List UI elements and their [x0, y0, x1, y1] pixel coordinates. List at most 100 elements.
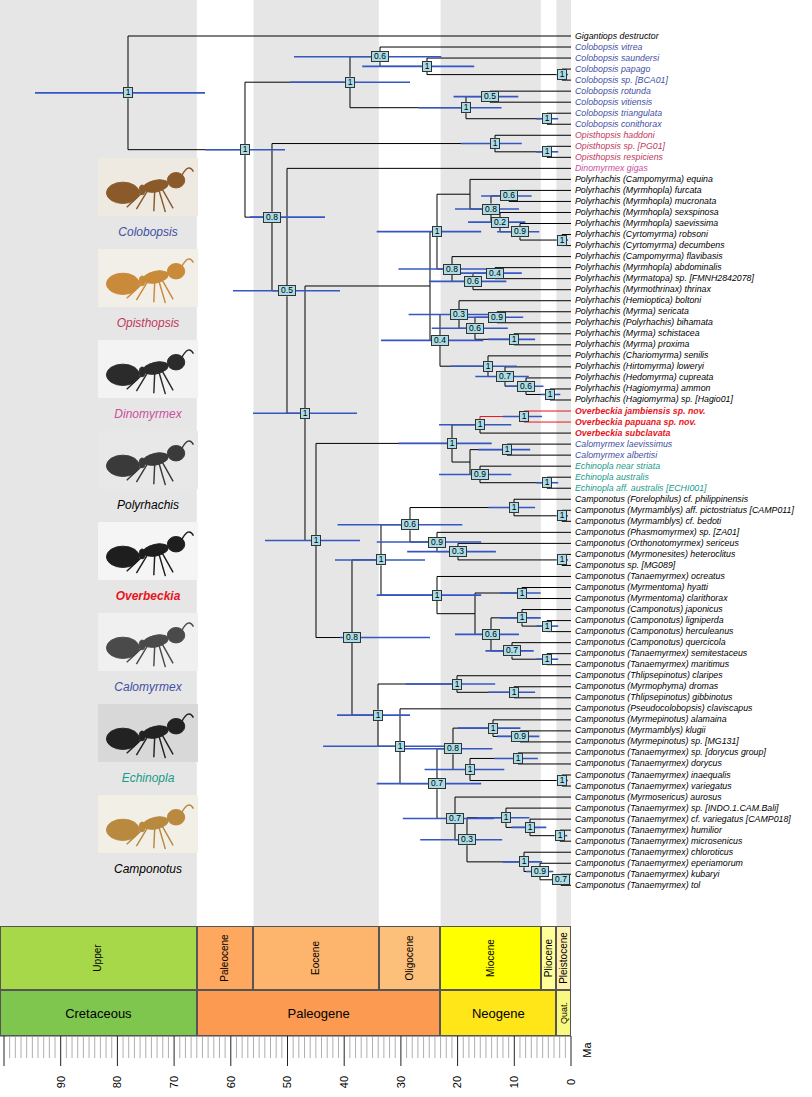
support-box: 1 — [542, 621, 553, 632]
tree-branch — [480, 466, 571, 474]
axis-tick-label: 90 — [55, 1076, 67, 1088]
epoch-stripe — [556, 0, 571, 926]
tree-branch — [466, 113, 542, 119]
taxon-label: Opisthopsis respiciens — [575, 152, 663, 163]
support-value: 1 — [545, 113, 550, 123]
support-box: 0.8 — [263, 212, 281, 223]
taxon-label: Camponotus (Camponotus) quercicola — [575, 637, 726, 648]
hpd-bar — [377, 231, 482, 233]
support-box: 1 — [542, 654, 553, 665]
support-box: 1 — [502, 444, 513, 455]
tree-branch — [530, 819, 571, 827]
support-box: 1 — [432, 226, 443, 237]
tree-branch — [470, 775, 557, 781]
support-value: 1 — [478, 419, 483, 429]
scale-tick — [196, 1036, 197, 1058]
support-value: 1 — [560, 235, 565, 245]
support-box: 1 — [542, 113, 553, 124]
period-box: Pleistocene — [556, 926, 571, 990]
tree-branch — [495, 268, 571, 274]
period-name: Miocene — [486, 939, 496, 977]
support-box: 1 — [488, 723, 499, 734]
scale-tick — [89, 1036, 90, 1058]
genus-label: Echinopla — [122, 771, 175, 785]
scale-tick — [349, 1036, 350, 1058]
support-box: 0.6 — [517, 381, 535, 392]
specimen-photo — [98, 795, 198, 853]
period-box: Upper — [0, 926, 197, 990]
taxon-label: Polyrhachis (Myrma) proxima — [575, 339, 689, 350]
tree-branch — [381, 565, 432, 595]
support-box: 0.8 — [343, 632, 361, 643]
scale-tick — [26, 1036, 27, 1058]
specimen-photo — [98, 340, 198, 398]
taxon-label: Colobopsis conithorax — [575, 119, 662, 130]
support-box: 1 — [311, 535, 322, 546]
tree-branch — [458, 543, 571, 551]
scale-tick — [43, 1036, 44, 1058]
specimen-photo — [98, 431, 198, 489]
taxon-label: Polyrhachis (Myrmhopla) furcata — [575, 185, 702, 196]
taxon-label: Polyrhachis (Myrma) schistacea — [575, 328, 700, 339]
scale-tick — [514, 1036, 515, 1066]
support-box: 1 — [447, 438, 458, 449]
scale-tick — [94, 1036, 95, 1058]
tree-branch — [522, 588, 571, 594]
scale-tick — [463, 1036, 464, 1058]
taxon-label: Camponotus (Thlipsepinotus) claripes — [575, 670, 723, 681]
taxon-label: Polyrhachis (Myrmhopla) abdominalis — [575, 262, 722, 273]
support-value: 1 — [520, 588, 525, 598]
period-name: Paleocene — [220, 934, 230, 981]
scale-tick — [395, 1036, 396, 1058]
tree-branch — [427, 72, 557, 75]
scale-tick — [321, 1036, 322, 1058]
tree-branch — [509, 190, 571, 196]
hpd-bar — [323, 745, 455, 747]
tree-branch — [524, 852, 571, 862]
tree-branch — [522, 593, 571, 599]
taxon-label: Camponotus (Myrmonesites) heteroclitus — [575, 549, 735, 560]
scale-tick — [128, 1036, 129, 1058]
genus-label: Dinomyrmex — [114, 407, 181, 421]
taxon-label: Camponotus (Tanaemyrmex) variegatus — [575, 781, 732, 792]
support-box: 1 — [557, 69, 568, 80]
support-value: 1 — [464, 102, 469, 112]
taxon-label: Polyrhachis (Campomyrma) equina — [575, 174, 713, 185]
scale-tick — [230, 1036, 231, 1066]
support-value: 1 — [314, 535, 319, 545]
axis-tick-label: 0 — [565, 1079, 577, 1085]
taxon-label: Colobopsis rotunda — [575, 86, 651, 97]
support-value: 0.6 — [404, 519, 416, 529]
support-box: 1 — [525, 822, 536, 833]
support-box: 0.6 — [401, 519, 419, 530]
tree-branch — [480, 480, 542, 483]
scale-tick — [60, 1036, 61, 1066]
tree-branch — [128, 36, 571, 93]
support-value: 0.8 — [447, 743, 459, 753]
taxon-label: Camponotus (Myrmamblys) cf. bedoti — [575, 516, 721, 527]
hpd-bar — [377, 594, 482, 596]
support-box: 1 — [519, 411, 530, 422]
support-value: 1 — [545, 146, 550, 156]
tree-branch — [455, 797, 571, 818]
period-box: Neogene — [440, 990, 556, 1036]
taxon-label: Camponotus (Myrmosericus) aurosus — [575, 792, 722, 803]
specimen-photo — [98, 522, 198, 580]
support-box: 0.9 — [471, 469, 489, 480]
hpd-bar — [35, 92, 205, 94]
hpd-bar — [362, 66, 474, 68]
scale-tick — [298, 1036, 299, 1058]
tree-branch — [453, 754, 465, 769]
tree-branch — [491, 618, 517, 629]
scale-tick — [315, 1036, 316, 1058]
axis-unit: Ma — [581, 1042, 593, 1057]
taxon-label: Polyrhachis (Hagiomyrma) sp. [Hagio01] — [575, 394, 733, 405]
scale-tick — [508, 1036, 509, 1058]
taxon-label: Camponotus (Forelophilus) cf. philippine… — [575, 494, 748, 505]
scale-tick — [412, 1036, 413, 1058]
support-value: 1 — [455, 679, 460, 689]
scale-tick — [174, 1036, 175, 1066]
support-value: 1 — [376, 710, 381, 720]
taxon-label: Camponotus (Tanaemyrmex) microsenicus — [575, 836, 742, 847]
taxon-label: Camponotus (Tanaemyrmex) cf. variegatus … — [575, 814, 791, 825]
